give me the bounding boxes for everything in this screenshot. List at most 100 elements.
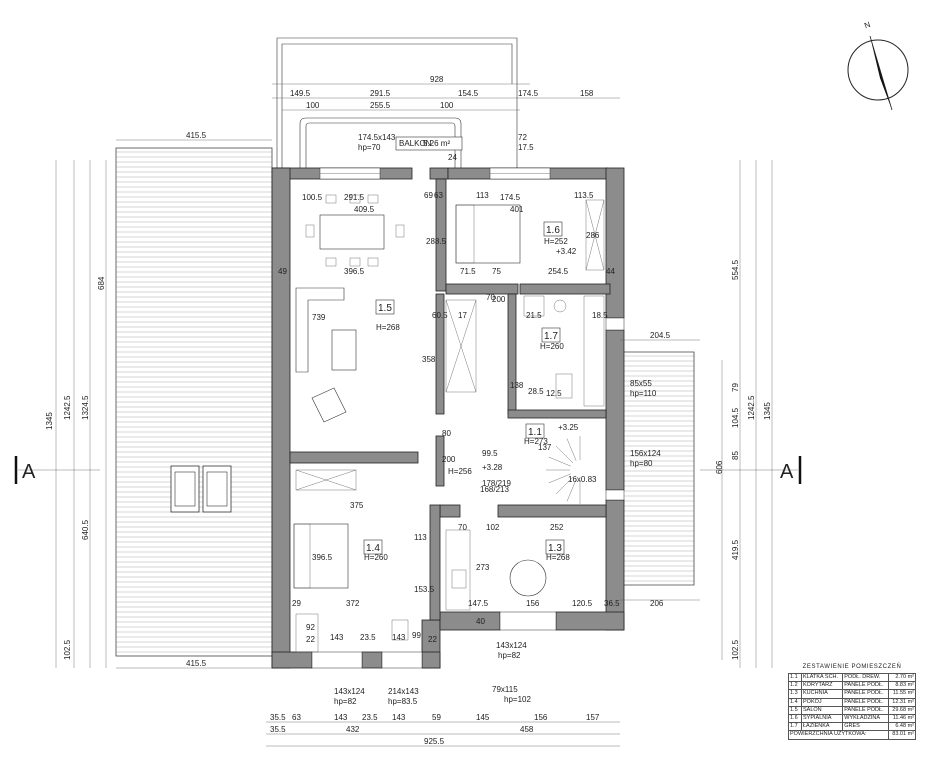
dimension-label: 85 <box>731 451 740 460</box>
dimension-label: 252 <box>550 523 564 532</box>
dimension-label: 70 <box>486 293 495 302</box>
total-label: POWIERZCHNIA UŻYTKOWA: <box>787 730 890 740</box>
dimension-label: 60.5 <box>432 311 448 320</box>
dimension-label: +3.28 <box>482 463 503 472</box>
dimension-label: 85x55 <box>630 379 652 388</box>
room-name: ŁAZIENKA <box>800 722 844 732</box>
dimension-label: 149.5 <box>290 89 311 98</box>
dimension-label: 24 <box>448 153 457 162</box>
dimension-label: 100 <box>306 101 320 110</box>
dimension-label: 1324.5 <box>81 395 90 420</box>
dimension-label: 204.5 <box>650 331 671 340</box>
dimension-label: 178/219 <box>482 479 511 488</box>
room-no: 1.7 <box>788 722 802 732</box>
room-area: 12.31 m² <box>888 697 916 707</box>
dimension-label: 156 <box>534 713 548 722</box>
floor-finish: PANELE PODŁ. <box>842 705 890 715</box>
dimension-label: 72 <box>518 133 527 142</box>
dimension-label: 145 <box>476 713 490 722</box>
dimension-label: 102.5 <box>731 639 740 660</box>
dimension-label: 286 <box>586 231 600 240</box>
room-number: 1.7 <box>544 331 558 342</box>
room-height: H=268 <box>546 553 570 562</box>
dimension-label: 17.5 <box>518 143 534 152</box>
dimension-label: 1242.5 <box>63 395 72 420</box>
dimension-label: 92 <box>306 623 315 632</box>
stair-step <box>548 456 571 467</box>
floor-finish: PANELE PODŁ. <box>842 697 890 707</box>
room-number: 1.1 <box>528 427 542 438</box>
room-height: H=268 <box>376 323 400 332</box>
dimension-label: 554.5 <box>731 259 740 280</box>
room-no: 1.5 <box>788 705 802 715</box>
dimension-label: 291.5 <box>370 89 391 98</box>
dimension-label: 12.5 <box>546 389 562 398</box>
dimension-label: 143 <box>330 633 344 642</box>
dimension-label: 156 <box>526 599 540 608</box>
skylight <box>170 465 232 513</box>
dimension-label: 22 <box>428 635 437 644</box>
section-label: A <box>780 461 794 483</box>
dimension-label: 174.5x143 <box>358 133 396 142</box>
schedule-total-row: POWIERZCHNIA UŻYTKOWA: 83.01 m² <box>787 730 916 740</box>
stair-step <box>555 476 574 495</box>
room-no: 1.4 <box>788 697 802 707</box>
section-marker-left: A <box>14 456 100 484</box>
total-area: 83.01 m² <box>888 730 916 740</box>
dimension-label: 640.5 <box>81 519 90 540</box>
dimension-label: 372 <box>346 599 360 608</box>
dimension-label: 154.5 <box>458 89 479 98</box>
north-arrow: N <box>847 20 909 111</box>
dimension-label: +3.25 <box>558 423 579 432</box>
room-area: 8.83 m² <box>888 681 916 691</box>
dimension-label: 120.5 <box>572 599 593 608</box>
dimension-label: 99 <box>412 631 421 640</box>
dimension-label: 409.5 <box>354 205 375 214</box>
room-name: POKÓJ <box>800 697 844 707</box>
room-name: SYPIALNIA <box>800 713 844 724</box>
dimension-label: 415.5 <box>186 131 207 140</box>
room-number: 1.6 <box>546 225 560 236</box>
dimension-label: 396.5 <box>344 267 365 276</box>
room-labels: 1.5 H=268 1.6 H=252 1.7 H=260 1.1 H=273 … <box>363 221 570 562</box>
floor-finish: GRES <box>842 722 890 732</box>
room-no: 1.2 <box>788 681 802 691</box>
room-height: H=260 <box>540 342 564 351</box>
balcony-label: BALKON <box>399 139 432 148</box>
dimension-label: 28.5 <box>528 387 544 396</box>
section-marker-right: A <box>700 456 802 484</box>
dimension-label: 70 <box>458 523 467 532</box>
dimension-label: 739 <box>312 313 326 322</box>
dimension-label: 143 <box>334 713 348 722</box>
floor-finish: PODŁ. DREW. <box>842 672 890 683</box>
dimension-label: 925.5 <box>424 737 445 746</box>
dimension-label: hp=110 <box>630 389 657 398</box>
dimension-label: hp=82 <box>498 651 521 660</box>
dimension-label: 63 <box>434 191 443 200</box>
dimension-label: 206 <box>650 599 664 608</box>
dimension-label: 200 <box>442 455 456 464</box>
room-area: 2.70 m² <box>888 672 916 683</box>
dimension-label: 288.5 <box>426 237 447 246</box>
stair-step <box>566 479 577 502</box>
room-name: KLATKA SCH. <box>800 672 844 683</box>
dimension-label: 21.5 <box>526 311 542 320</box>
dimension-label: 17 <box>458 311 467 320</box>
floor-finish: PANELE PODŁ. <box>842 689 890 699</box>
dimension-label: 113 <box>414 533 427 542</box>
dimension-label: H=256 <box>448 467 472 476</box>
dimension-label: 147.5 <box>468 599 489 608</box>
dimension-label: 23.5 <box>362 713 378 722</box>
section-label: A <box>22 461 36 483</box>
dimension-label: 143x124 <box>496 641 527 650</box>
dimension-label: 157 <box>586 713 600 722</box>
dimension-label: 99.5 <box>482 449 498 458</box>
dimension-label: 100.5 <box>302 193 323 202</box>
dimension-label: 291.5 <box>344 193 365 202</box>
dimension-label: 458 <box>520 725 534 734</box>
room-number: 1.4 <box>366 543 380 554</box>
